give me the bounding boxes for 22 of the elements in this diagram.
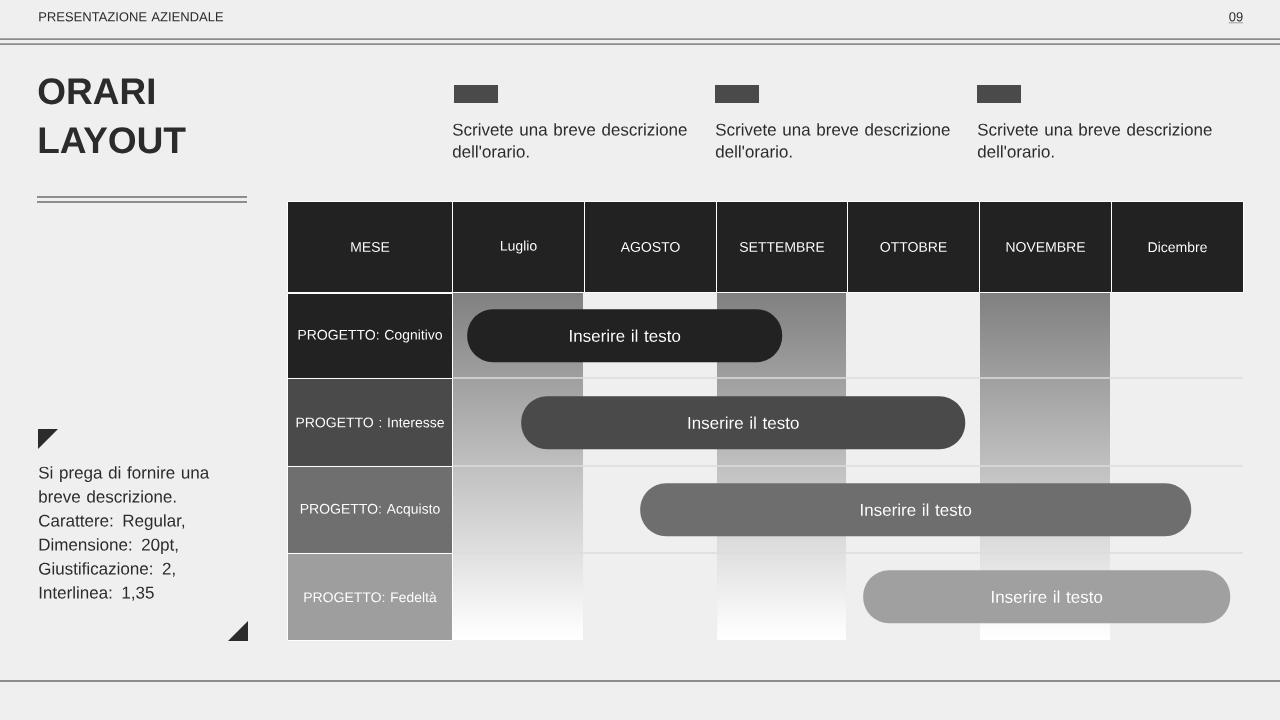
- description-text: Scrivete una breve descrizione dell'orario.: [977, 123, 1212, 158]
- table-header-cell: AGOSTO: [584, 201, 717, 293]
- body-text: Si prega di fornire una breve descrizione. Carattere: Regular, Dimensione: 20pt, Giustificazione: 2, Interlinea: 1,35: [39, 466, 210, 601]
- row-header-cell: PROGETTO: Cognitivo: [287, 293, 453, 379]
- slide-title: ORARI LAYOUT: [38, 78, 186, 154]
- timeline-bar: Inserire il testo: [863, 570, 1231, 624]
- table-header-cell: OTTOBRE: [847, 201, 980, 293]
- row-header-cell: PROGETTO: Acquisto: [287, 466, 453, 554]
- timeline-bar: Inserire il testo: [521, 396, 966, 450]
- row-header-cell: PROGETTO: Fedeltà: [287, 553, 453, 641]
- table-header-cell: NOVEMBRE: [979, 201, 1112, 293]
- timeline-bar: Inserire il testo: [640, 483, 1192, 537]
- table-header-cell: Luglio: [452, 201, 585, 293]
- table-header-cell: Dicembre: [1111, 201, 1244, 293]
- table-header-cell: SETTEMBRE: [716, 201, 848, 293]
- row-header-cell: PROGETTO : Interesse: [287, 378, 453, 467]
- description-text: Scrivete una breve descrizione dell'orario.: [452, 123, 687, 158]
- header-text: PRESENTAZIONE AZIENDALE: [39, 12, 224, 22]
- table-header-cell: MESE: [287, 201, 453, 293]
- timeline-bar: Inserire il testo: [467, 309, 783, 363]
- page-number: 09: [1228, 12, 1244, 23]
- description-text: Scrivete una breve descrizione dell'orario.: [715, 123, 950, 158]
